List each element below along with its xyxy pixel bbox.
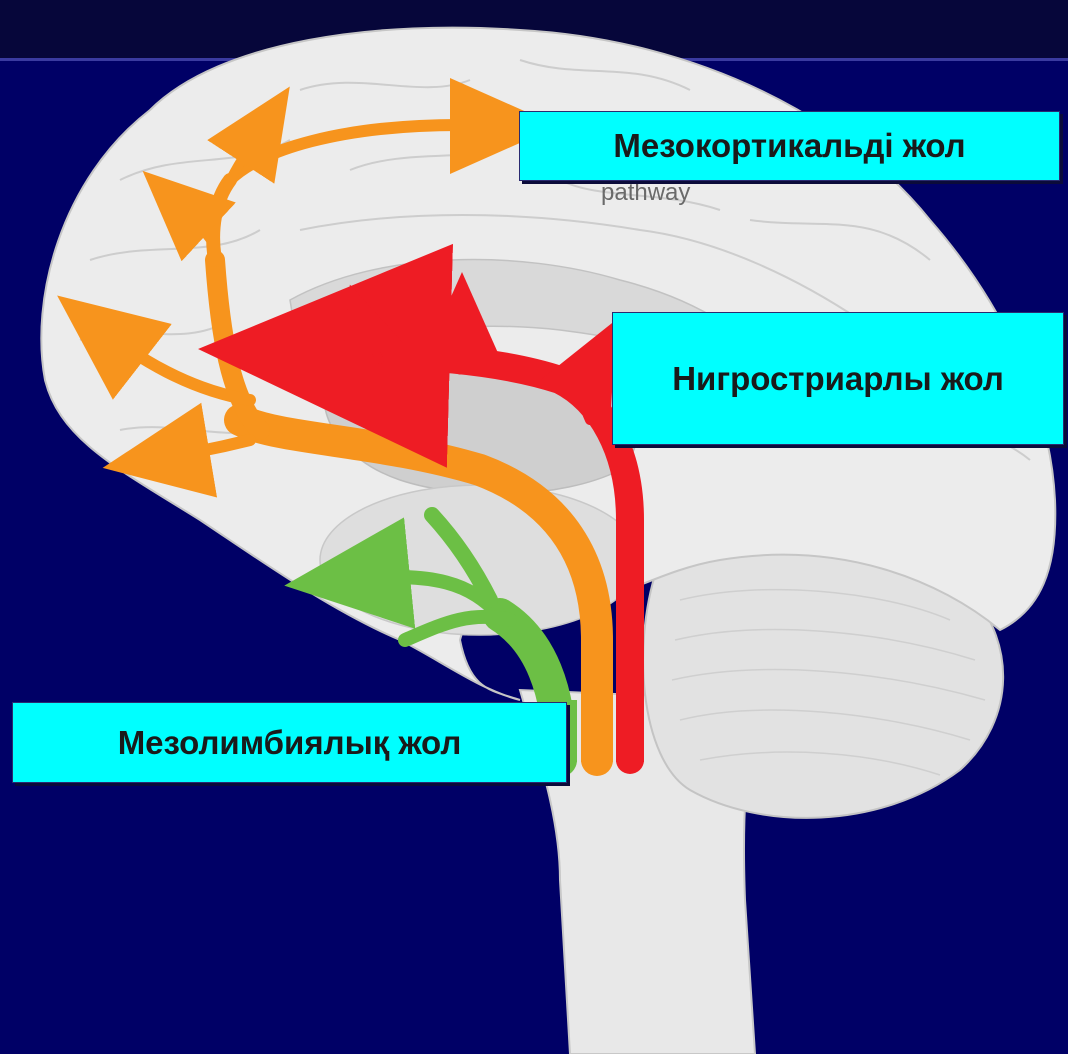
mesolimbic-label: Мезолимбиялық жол: [12, 702, 567, 783]
mesocortical-label: Мезокортикальді жол: [519, 111, 1060, 181]
nigrostriatal-label: Нигростриарлы жол: [612, 312, 1064, 445]
background-pathway-text: pathway: [601, 179, 690, 206]
mesolimbic-label-text: Мезолимбиялық жол: [118, 722, 462, 764]
nigrostriatal-base: [616, 700, 644, 762]
mesocortical-label-text: Мезокортикальді жол: [613, 125, 965, 167]
mesocortical-base: [581, 700, 613, 762]
nigrostriatal-label-text: Нигростриарлы жол: [672, 358, 1004, 400]
